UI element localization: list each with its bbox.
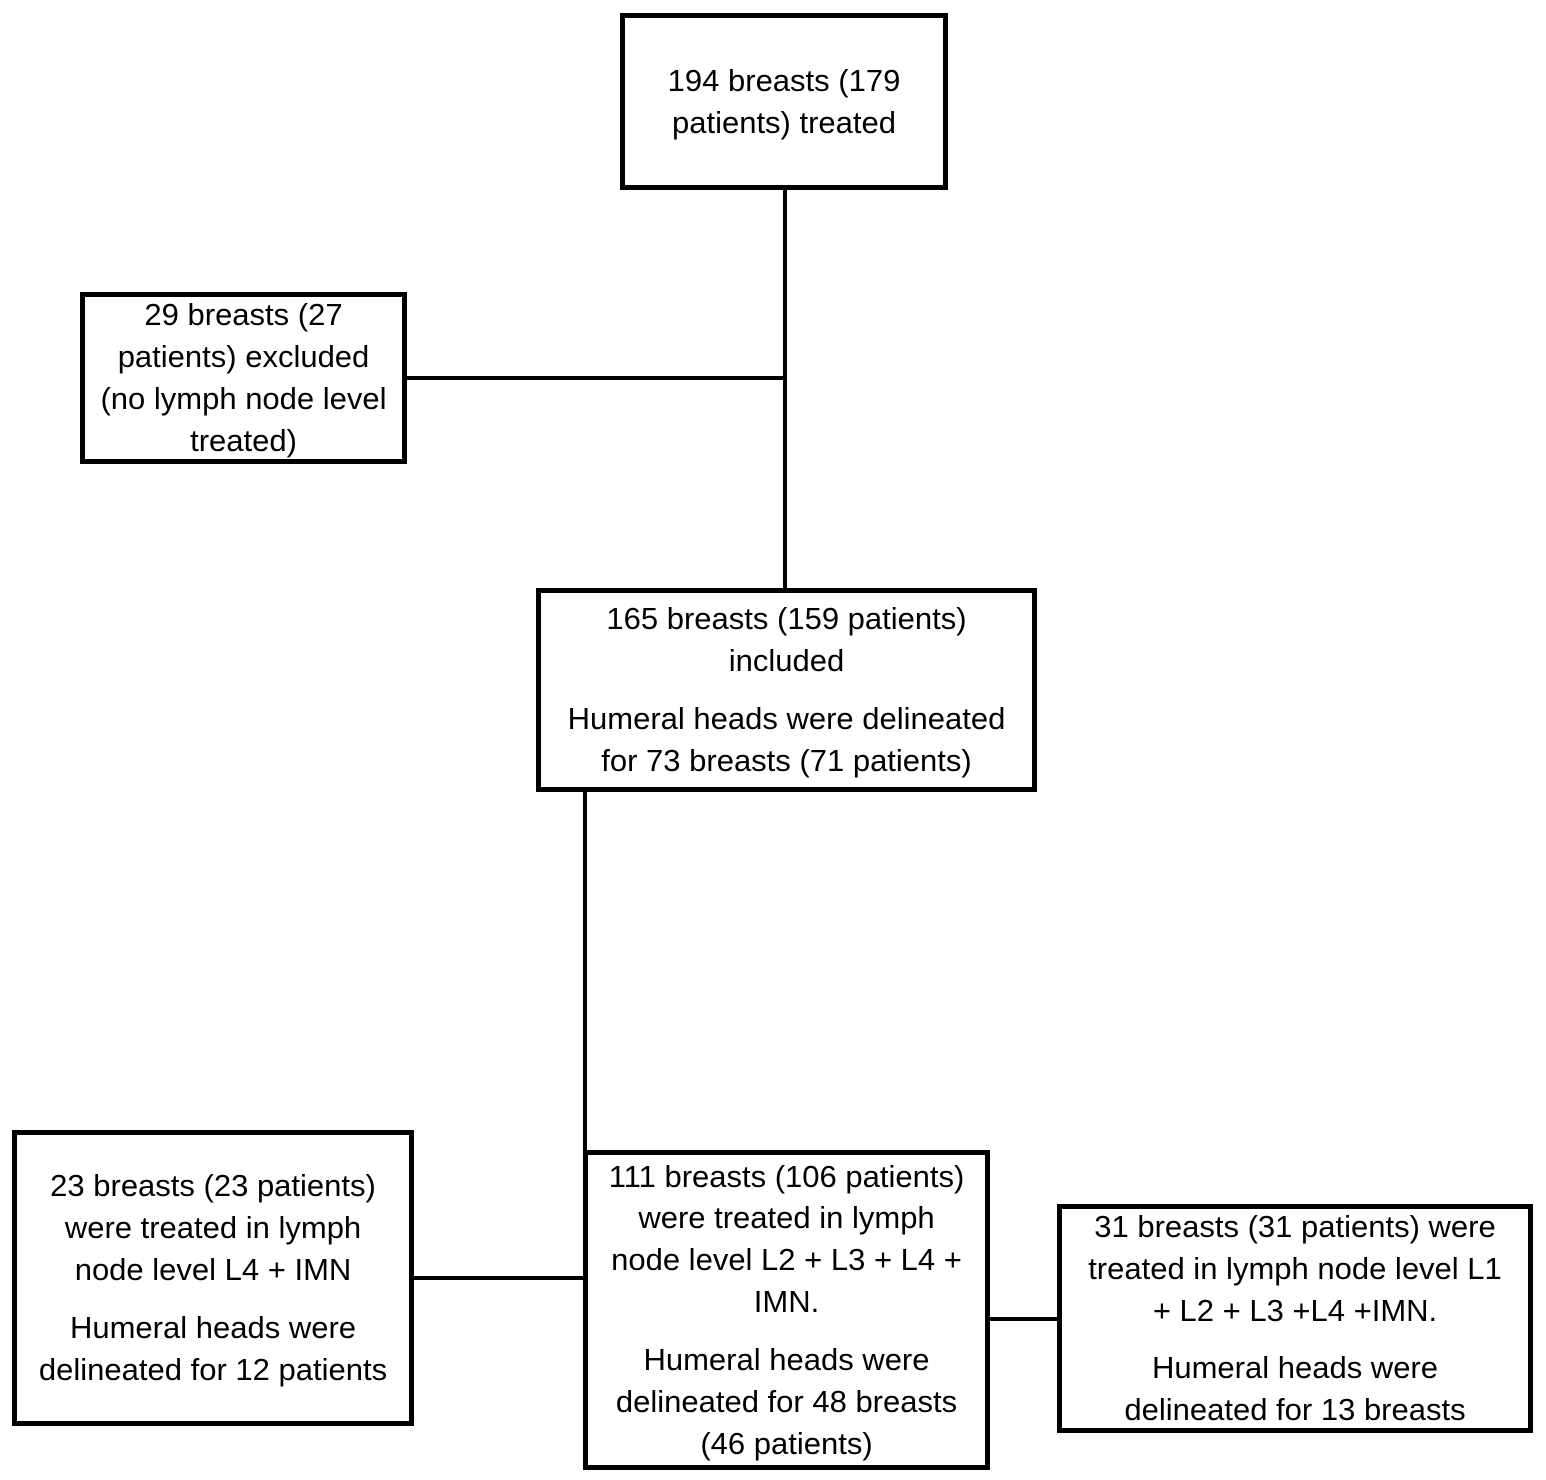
flow-box-treated: 194 breasts (179 patients) treated	[620, 13, 948, 190]
flow-box-l2-l3-l4-imn: 111 breasts (106 patients) were treated …	[583, 1150, 990, 1470]
flow-box-included: 165 breasts (159 patients) included Hume…	[536, 588, 1037, 792]
included-count-text: 165 breasts (159 patients) included	[606, 601, 967, 679]
flow-box-l4-imn: 23 breasts (23 patients) were treated in…	[12, 1130, 414, 1426]
treated-text: 194 breasts (179 patients) treated	[667, 62, 901, 140]
connector-included-to-l2l3l4	[583, 792, 587, 1152]
flow-box-excluded: 29 breasts (27 patients) excluded (no ly…	[80, 292, 407, 464]
l4-imn-count-text: 23 breasts (23 patients) were treated in…	[50, 1168, 376, 1288]
l4-imn-humeral-text: Humeral heads were delineated for 12 pat…	[38, 1309, 388, 1387]
flow-box-l1-l2-l3-l4-imn: 31 breasts (31 patients) were treated in…	[1057, 1204, 1533, 1433]
l1-l2-l3-l4-imn-humeral-text: Humeral heads were delineated for 13 bre…	[1124, 1350, 1466, 1428]
connector-l4imn-branch	[414, 1276, 585, 1280]
excluded-text: 29 breasts (27 patients) excluded (no ly…	[100, 297, 387, 458]
connector-l1l2l3l4-branch	[990, 1317, 1059, 1321]
l1-l2-l3-l4-imn-count-text: 31 breasts (31 patients) were treated in…	[1088, 1208, 1502, 1328]
l2-l3-l4-imn-count-text: 111 breasts (106 patients) were treated …	[608, 1158, 965, 1320]
l2-l3-l4-imn-humeral-text: Humeral heads were delineated for 48 bre…	[615, 1341, 958, 1461]
included-humeral-text: Humeral heads were delineated for 73 bre…	[567, 701, 1006, 778]
connector-excluded-branch	[407, 376, 787, 380]
connector-treated-to-included	[783, 190, 787, 590]
